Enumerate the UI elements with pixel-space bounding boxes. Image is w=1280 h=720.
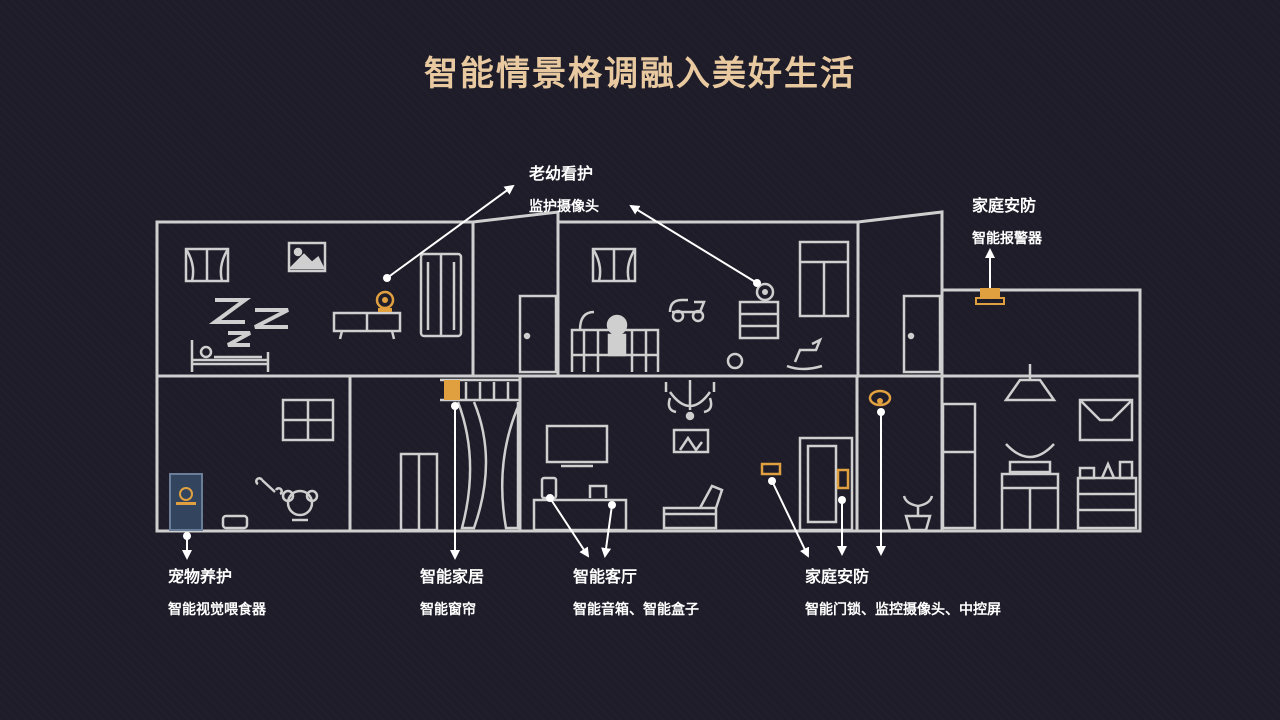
- label-home-security-top: 家庭安防 智能报警器: [972, 192, 1042, 248]
- label-smart-home: 智能家居 智能窗帘: [420, 563, 484, 619]
- security-camera-icon: [868, 389, 892, 407]
- label-home-security-top-head: 家庭安防: [972, 196, 1037, 215]
- connector-dots: [183, 274, 885, 540]
- label-pet-care-sub: 智能视觉喂食器: [168, 602, 266, 618]
- label-smart-home-head: 智能家居: [420, 567, 485, 586]
- bedroom-furniture: [184, 241, 463, 372]
- living-room-furniture: [532, 380, 854, 532]
- connector-arrows: [182, 184, 995, 560]
- page-title: 智能情景格调融入美好生活: [424, 54, 856, 94]
- pet-feeder-icon: [169, 473, 203, 531]
- kids-camera-icon: [755, 282, 775, 302]
- kitchen-furniture: [941, 364, 1138, 532]
- smart-home-furniture: [399, 378, 522, 532]
- label-home-security-top-sub: 智能报警器: [972, 231, 1042, 247]
- label-pet-care-head: 宠物养护: [168, 567, 233, 586]
- monitor-camera-icon: [375, 290, 395, 312]
- label-home-security-bottom: 家庭安防 智能门锁、监控摄像头、中控屏: [805, 563, 1001, 619]
- plant-icon: [902, 495, 934, 532]
- curtain-motor-icon: [444, 380, 460, 400]
- label-home-security-bottom-sub: 智能门锁、监控摄像头、中控屏: [805, 602, 1001, 618]
- label-smart-living: 智能客厅 智能音箱、智能盒子: [573, 563, 699, 619]
- label-elderly-care: 老幼看护 监护摄像头: [529, 160, 599, 216]
- label-smart-home-sub: 智能窗帘: [420, 602, 476, 618]
- label-smart-living-sub: 智能音箱、智能盒子: [573, 602, 699, 618]
- label-pet-care: 宠物养护 智能视觉喂食器: [168, 563, 266, 619]
- label-elderly-care-sub: 监护摄像头: [529, 199, 599, 215]
- door-left: [518, 294, 558, 374]
- kids-room-furniture: [570, 240, 850, 372]
- label-elderly-care-head: 老幼看护: [529, 164, 594, 183]
- label-home-security-bottom-head: 家庭安防: [805, 567, 870, 586]
- label-smart-living-head: 智能客厅: [573, 567, 638, 586]
- pet-room-furniture: [221, 398, 335, 530]
- alarm-icon: [975, 288, 1005, 305]
- door-right: [902, 294, 942, 374]
